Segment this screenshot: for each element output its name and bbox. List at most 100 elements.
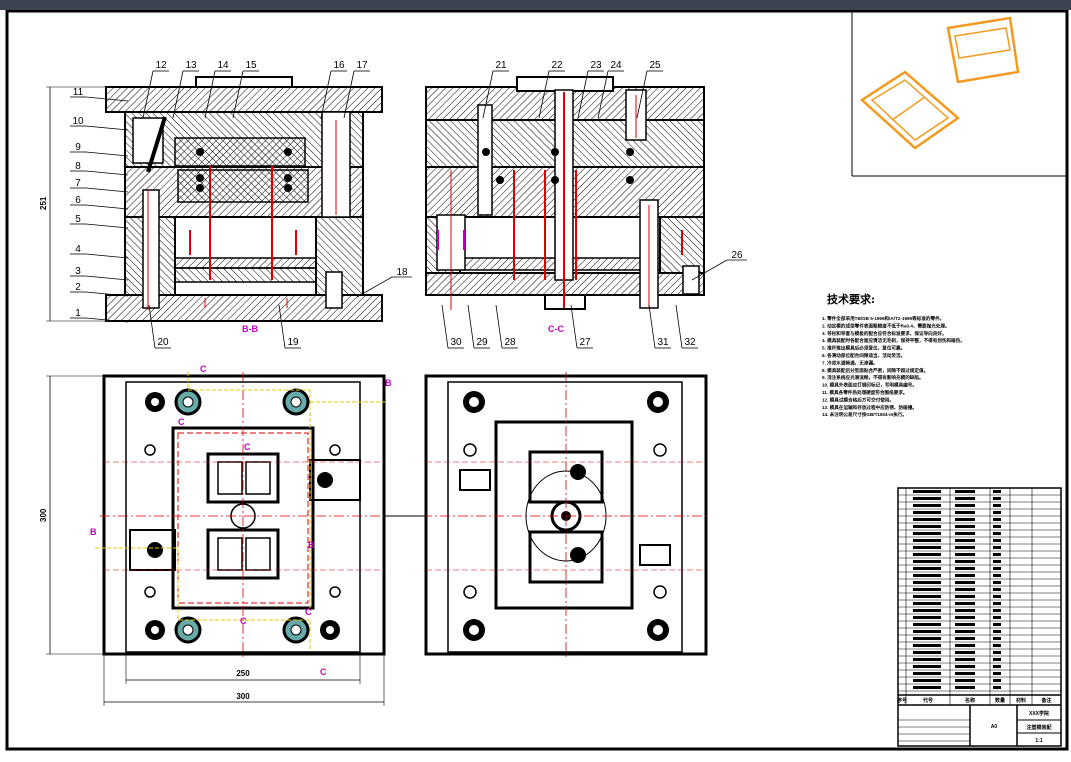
dimension-plan-height: 300 xyxy=(39,508,48,522)
callout-bottom: 29 xyxy=(467,304,490,349)
svg-text:B: B xyxy=(385,378,392,388)
callout-number: 8 xyxy=(75,161,81,172)
cad-drawing-sheet[interactable]: B-B C-C xyxy=(0,9,1071,757)
callout-left: 9 xyxy=(70,142,129,157)
callout-number: 11 xyxy=(73,87,84,98)
tech-req-line: 4. 模具装配时各配合面应清洁无毛刺，保持平整，不得有划伤和碰伤。 xyxy=(822,337,965,344)
callout-left: 11 xyxy=(70,87,129,102)
parts-list-header: 名称 xyxy=(965,697,975,704)
callout-bottom: 30 xyxy=(441,304,464,349)
parts-list-header: 材料 xyxy=(1016,697,1026,704)
svg-text:C: C xyxy=(240,616,247,626)
callout-number: 17 xyxy=(356,60,368,71)
callout-number: 31 xyxy=(657,337,669,348)
callout-left: 1 xyxy=(70,308,129,323)
tech-req-line: 3. 导柱和导套与模板的配合应符合标准要求，保证导向良好。 xyxy=(822,330,947,337)
dimension-lines: 251 300 250 300 xyxy=(39,86,385,706)
tech-req-line: 12. 模具试模合格后方可交付使用。 xyxy=(822,396,894,403)
tech-req-line: 13. 模具在运输和存放过程中应防锈、防碰撞。 xyxy=(822,404,917,411)
callout-top: 24 xyxy=(597,60,624,119)
dimension-height: 251 xyxy=(39,196,48,210)
callout-bottom: 32 xyxy=(675,304,698,349)
callout-right: 18 xyxy=(356,267,412,298)
callout-number: 20 xyxy=(157,337,169,348)
svg-text:C: C xyxy=(305,607,312,617)
callout-bottom: 19 xyxy=(278,304,301,349)
callout-number: 22 xyxy=(551,60,563,71)
section-view-bb: B-B xyxy=(105,76,383,334)
callout-top: 23 xyxy=(577,60,604,119)
callout-number: 21 xyxy=(495,60,507,71)
callout-top: 17 xyxy=(343,60,370,119)
title-block-sheet-size: A0 xyxy=(991,724,998,730)
callout-number: 27 xyxy=(579,337,591,348)
callout-number: 3 xyxy=(75,266,81,277)
callout-left: 7 xyxy=(70,178,129,193)
tech-req-title: 技术要求: xyxy=(827,292,875,306)
callout-number: 7 xyxy=(75,178,81,189)
dimension-outer-width: 300 xyxy=(236,692,250,701)
callout-top: 12 xyxy=(142,60,169,119)
parts-list-header: 序号 xyxy=(896,697,907,704)
title-block-drawing-title: 注塑模装配 xyxy=(1026,724,1051,731)
tech-req-line: 7. 冷却水道畅通，无渗漏。 xyxy=(822,359,878,366)
svg-text:C: C xyxy=(200,364,207,374)
svg-text:C: C xyxy=(178,417,185,427)
callout-number: 15 xyxy=(245,60,257,71)
title-block-scale: 1:1 xyxy=(1035,738,1042,744)
callout-number: 5 xyxy=(75,214,81,225)
callout-left: 4 xyxy=(70,244,129,259)
svg-text:B: B xyxy=(90,527,97,537)
tech-req-line: 1. 零件全部采用TB/GB 5-1999和IA/T2-1999等标准的零件。 xyxy=(822,315,944,322)
callout-left: 6 xyxy=(70,195,129,210)
tech-req-line: 10. 模具外表面应打钢印标记，写明模具编号。 xyxy=(822,382,917,389)
callout-number: 30 xyxy=(450,337,462,348)
section-view-cc: C-C xyxy=(425,76,705,334)
callout-number: 14 xyxy=(217,60,229,71)
callout-left: 5 xyxy=(70,214,129,229)
callout-number: 2 xyxy=(75,282,81,293)
callout-number: 16 xyxy=(333,60,345,71)
tech-req-line: 5. 推杆推出模具后必须复位，复位可靠。 xyxy=(822,345,905,352)
callout-bottom: 28 xyxy=(495,304,518,349)
part-preview-icon xyxy=(859,16,1020,150)
section-label-cc: C-C xyxy=(548,324,564,334)
tech-req-line: 9. 浇注系统应光滑流畅，不得有影响充模的缺陷。 xyxy=(822,374,924,381)
tech-req-line: 11. 模具各零件热处理硬度符合图纸要求。 xyxy=(822,389,908,396)
callout-top: 25 xyxy=(636,60,663,119)
window-top-bar xyxy=(0,0,1071,10)
callout-number: 13 xyxy=(185,60,197,71)
callout-top: 16 xyxy=(320,60,347,119)
callout-bottom: 20 xyxy=(148,304,171,349)
callout-number: 26 xyxy=(731,250,743,261)
callout-number: 29 xyxy=(476,337,488,348)
title-block: 序号代号名称数量材料备注 A0 XXX学院 注塑模装配 1:1 xyxy=(896,487,1062,747)
plan-view-moving-half xyxy=(384,372,710,658)
callout-number: 24 xyxy=(610,60,622,71)
mold-assembly-drawing: B-B C-C xyxy=(5,9,1069,751)
callout-number: 12 xyxy=(155,60,167,71)
callout-number: 23 xyxy=(590,60,602,71)
callout-number: 9 xyxy=(75,142,81,153)
parts-list-header: 备注 xyxy=(1040,697,1051,704)
callout-top: 14 xyxy=(204,60,231,119)
parts-list-header: 数量 xyxy=(995,697,1005,704)
parts-list-header: 代号 xyxy=(922,697,933,704)
callout-left: 10 xyxy=(70,116,129,131)
callout-top: 13 xyxy=(172,60,199,119)
svg-text:B: B xyxy=(308,540,315,550)
callout-number: 28 xyxy=(504,337,516,348)
technical-requirements: 技术要求: 1. 零件全部采用TB/GB 5-1999和IA/T2-1999等标… xyxy=(822,292,965,418)
tech-req-line: 2. 动定模的成型零件表面粗糙度不低于Ra0.4，需要抛光处理。 xyxy=(822,322,950,329)
svg-text:C: C xyxy=(320,667,327,677)
callout-top: 15 xyxy=(232,60,259,119)
svg-text:C: C xyxy=(244,442,251,452)
tech-req-line: 8. 模具装配后分型面贴合严密，间隙不超过规定值。 xyxy=(822,367,928,374)
callout-left: 8 xyxy=(70,161,129,176)
tech-req-line: 6. 各滑动部位配合间隙适当，活动灵活。 xyxy=(822,352,905,359)
callout-left: 3 xyxy=(70,266,129,281)
callout-number: 10 xyxy=(72,116,84,127)
callout-number: 1 xyxy=(75,308,81,319)
callout-bottom: 31 xyxy=(648,304,671,349)
callout-top: 21 xyxy=(482,60,509,119)
